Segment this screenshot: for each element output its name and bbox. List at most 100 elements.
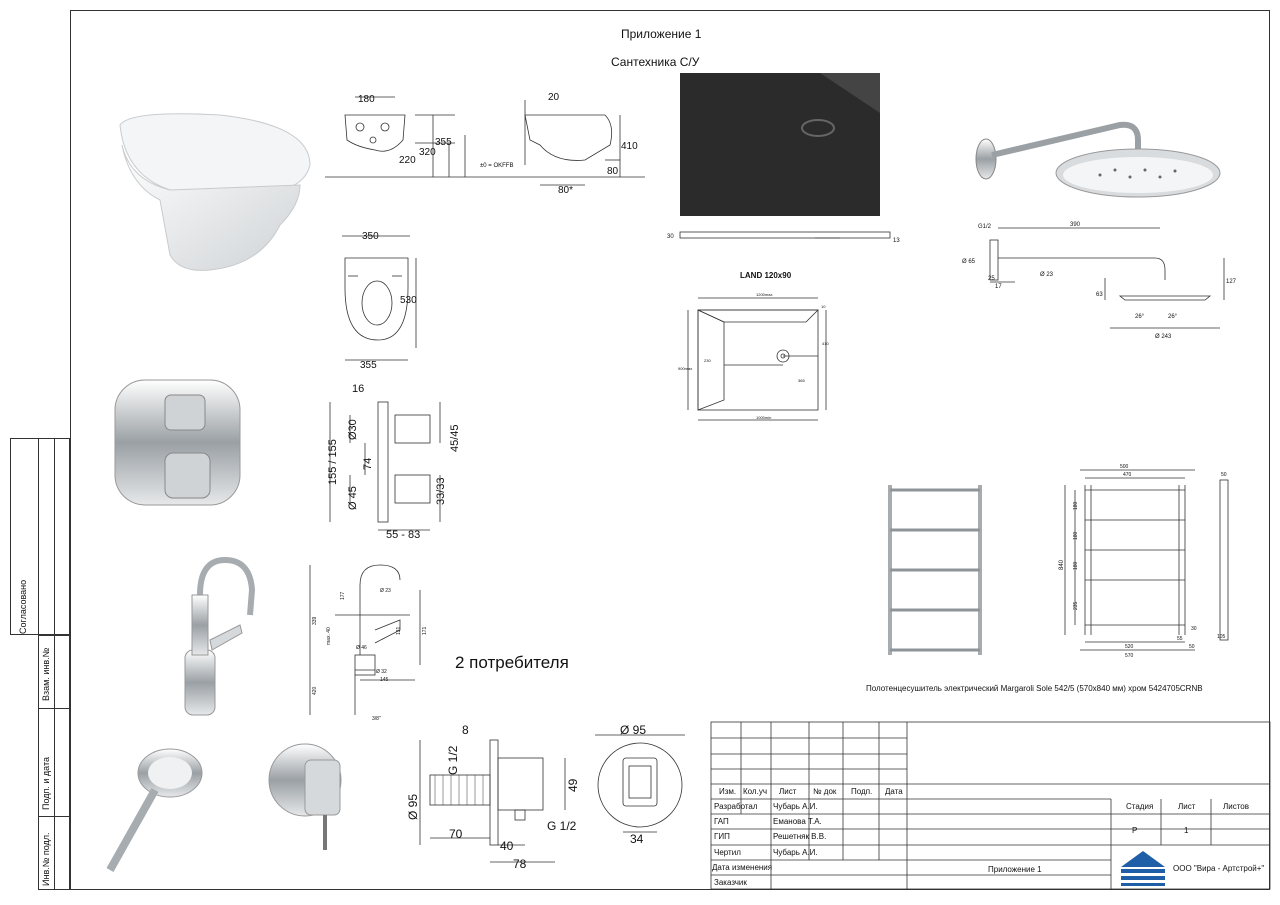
dim-mixer-131: 131 xyxy=(396,626,402,635)
toilet-image xyxy=(119,113,311,271)
basin-mixer-drawing: 339 177 Ø 23 max. 40 131 171 Ø 46 Ø 32 1… xyxy=(309,564,428,722)
dim-mixer-177: 177 xyxy=(340,591,346,600)
name-gap: Еманова Т.А. xyxy=(773,817,822,826)
dim-outlet-40: 40 xyxy=(500,839,514,853)
dim-arm-23: Ø 23 xyxy=(1040,272,1054,278)
dim-floor: ±0 = OKFFB xyxy=(480,163,513,169)
dim-outlet-g12-bottom: G 1/2 xyxy=(547,819,577,833)
dim-side-80: 80 xyxy=(607,166,619,177)
name-gip: Решетняк В.В. xyxy=(773,832,827,841)
inv-replace-label: Взам. инв.№ xyxy=(41,647,51,701)
doc-title: Приложение 1 xyxy=(988,865,1042,874)
name-drafter: Чубарь А.И. xyxy=(773,848,818,857)
sheet-header: Лист xyxy=(1178,802,1196,811)
col-podp: Подп. xyxy=(851,787,873,796)
dim-head-63: 63 xyxy=(1096,292,1103,298)
role-gap: ГАП xyxy=(714,817,729,826)
col-list: Лист xyxy=(779,787,797,796)
role-customer: Заказчик xyxy=(714,878,747,887)
dim-thermo-4545: 45/45 xyxy=(449,424,461,452)
toilet-plan-drawing: 350 530 355 xyxy=(342,231,417,371)
towel-rail-drawing: 500 470 840 180 180 180 235 520 570 30 5… xyxy=(1059,464,1229,659)
dim-outlet-g12-top: G 1/2 xyxy=(446,745,460,775)
role-developer: Разработал xyxy=(714,802,758,811)
dim-rail-570: 570 xyxy=(1125,653,1134,659)
dim-thermo-45: Ø 45 xyxy=(347,486,359,510)
towel-rail-photo xyxy=(888,485,982,655)
dim-rail-520: 520 xyxy=(1125,644,1134,650)
dim-rail-step-d: 235 xyxy=(1073,601,1079,610)
dim-wall-25: 25 xyxy=(988,276,995,282)
dim-rail-30: 30 xyxy=(1191,626,1197,632)
dim-outlet-78: 78 xyxy=(513,857,527,871)
dim-side-80star: 80* xyxy=(558,185,573,196)
dim-plan-350: 350 xyxy=(362,231,379,242)
approved-label: Согласовано xyxy=(18,579,28,634)
sheets-header: Листов xyxy=(1223,802,1249,811)
dim-rail-50b: 50 xyxy=(1189,644,1195,650)
dim-tray-410: 410 xyxy=(822,341,829,346)
thermostat-photo xyxy=(114,379,241,506)
dim-spray-a: 26° xyxy=(1135,314,1145,320)
dim-toilet-355: 355 xyxy=(435,137,452,148)
drawing-sheet xyxy=(70,10,1270,890)
dim-front-95: Ø 95 xyxy=(620,723,646,737)
dim-outlet-8: 8 xyxy=(462,723,469,737)
dim-thermo-3333: 33/33 xyxy=(435,477,447,505)
dim-tray-1200: 1200max xyxy=(756,292,772,297)
dim-rail-500: 500 xyxy=(1120,464,1129,470)
dim-mixer-145: 145 xyxy=(380,677,389,683)
dim-rail-step-a: 180 xyxy=(1073,501,1079,510)
dim-rail-step-c: 180 xyxy=(1073,561,1079,570)
role-gip: ГИП xyxy=(714,832,730,841)
dim-rail-side-105: 105 xyxy=(1217,634,1226,640)
col-data: Дата xyxy=(885,787,903,796)
basin-mixer-photo xyxy=(184,556,256,716)
dim-mixer-38: 3/8" xyxy=(372,716,381,722)
stage-value: Р xyxy=(1132,826,1138,835)
dim-front-34: 34 xyxy=(630,832,644,846)
dim-mixer-23: Ø 23 xyxy=(380,588,391,594)
toilet-dimension-drawing: 180 355 320 220 ±0 = OKFFB 20 410 80 80* xyxy=(325,92,645,196)
section-title: Сантехника С/У xyxy=(611,55,700,69)
hand-shower-photo xyxy=(106,748,203,872)
dim-rail-840: 840 xyxy=(1059,559,1065,570)
dim-thermo-16: 16 xyxy=(352,383,364,395)
wall-outlet-photo xyxy=(268,743,342,850)
dim-tray-900: 900max xyxy=(678,366,692,371)
dim-mixer-339: 339 xyxy=(312,616,318,625)
appendix-title: Приложение 1 xyxy=(621,27,702,41)
dim-tray-10: 10 xyxy=(821,304,826,309)
shower-head-photo xyxy=(975,121,1221,198)
dim-mixer-171: 171 xyxy=(422,626,428,635)
company-name: ООО "Вира - Артстрой+" xyxy=(1173,864,1265,873)
dim-thermo-30: Ø30 xyxy=(347,419,359,440)
consumers-label: 2 потребителя xyxy=(455,653,569,672)
dim-rail-470: 470 xyxy=(1123,472,1132,478)
company-logo-icon xyxy=(1121,851,1165,886)
sign-date-label: Подп. и дата xyxy=(41,756,51,810)
shower-tray-plan: 1200max 10 900max 230 410 365 1000min xyxy=(678,292,829,421)
dim-toilet-320: 320 xyxy=(419,147,436,158)
title-block-grid xyxy=(710,721,1271,890)
dim-rail-step-b: 180 xyxy=(1073,531,1079,540)
dim-head-243: Ø 243 xyxy=(1155,334,1172,340)
dim-plan-530: 530 xyxy=(400,295,417,306)
name-developer: Чубарь А.И. xyxy=(773,802,818,811)
dim-mixer-32: Ø 32 xyxy=(376,669,387,675)
dim-rail-side-50: 50 xyxy=(1221,472,1227,478)
dim-spray-b: 26° xyxy=(1168,314,1178,320)
wall-outlet-front-drawing: Ø 95 34 xyxy=(595,723,685,846)
dim-side-20: 20 xyxy=(548,92,560,103)
role-drafter: Чертил xyxy=(714,848,741,857)
dim-toilet-220: 220 xyxy=(399,155,416,166)
dim-tray-13: 13 xyxy=(893,238,900,244)
dim-thermo-74: 74 xyxy=(362,458,374,470)
wall-outlet-drawing: G 1/2 8 Ø 95 70 49 40 78 G 1/2 xyxy=(406,723,580,871)
dim-arm-390: 390 xyxy=(1070,222,1081,228)
dim-outlet-95: Ø 95 xyxy=(406,794,420,820)
approval-box xyxy=(10,438,70,635)
dim-plan-355: 355 xyxy=(360,360,377,371)
towel-rail-caption: Полотенцесушитель электрический Margarol… xyxy=(866,684,1203,693)
dim-mixer-420: 420 xyxy=(312,686,318,695)
